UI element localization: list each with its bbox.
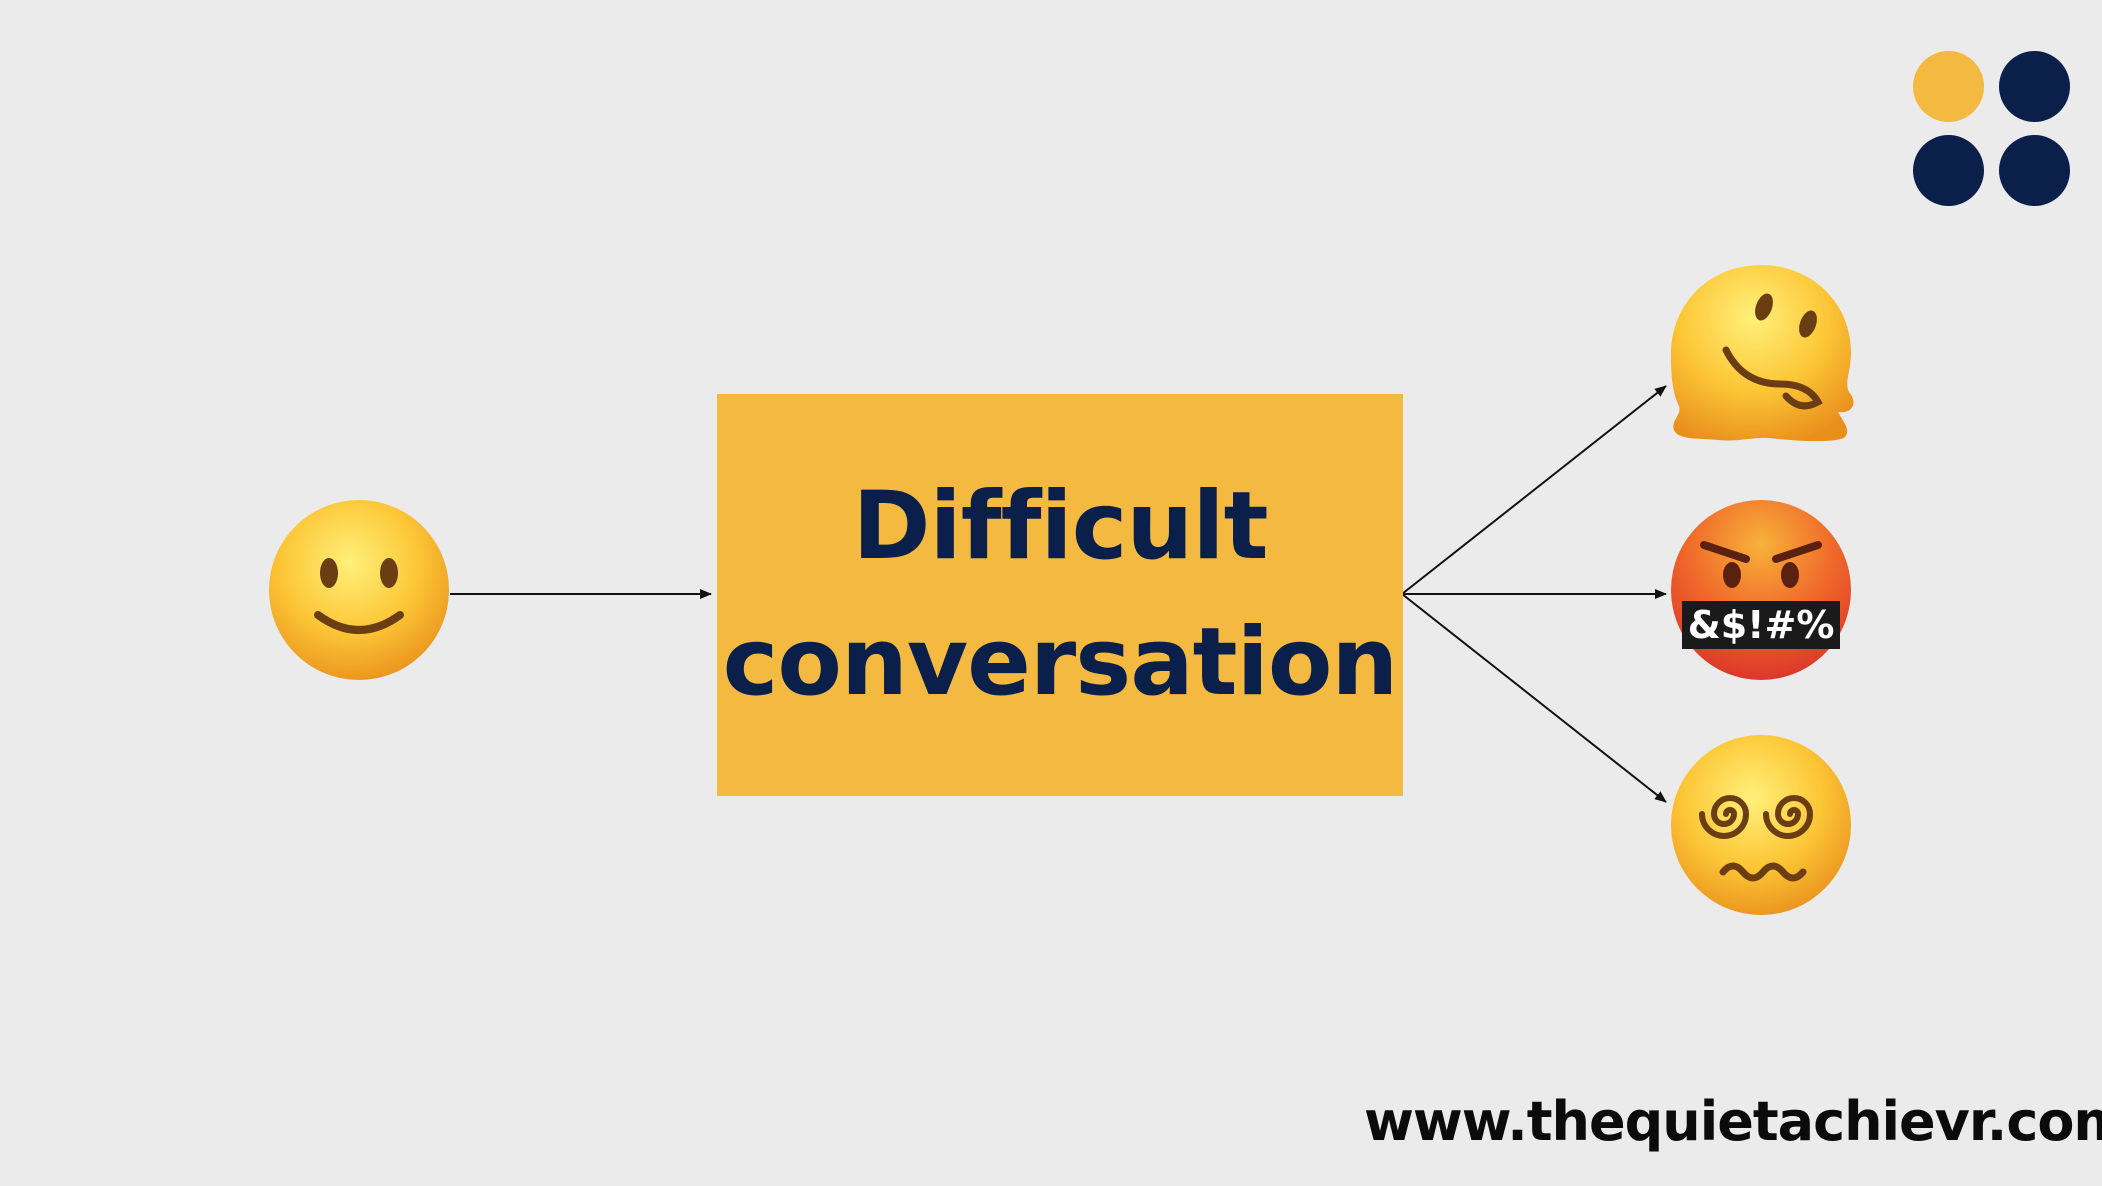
brand-logo	[1910, 50, 2070, 210]
arrow-center-to-spiral	[1401, 593, 1667, 803]
center-label-line2: conversation	[722, 608, 1399, 717]
melting-face-icon	[1668, 262, 1854, 448]
logo-dot-navy	[1913, 135, 1984, 206]
logo-dot-navy	[1999, 51, 2070, 122]
center-box: Difficult conversation	[717, 394, 1403, 796]
arrow-center-to-melting	[1401, 385, 1667, 595]
slightly-smiling-face-icon	[266, 497, 452, 683]
symbols-text: &$!#%	[1688, 603, 1835, 647]
logo-dot-gold	[1913, 51, 1984, 122]
face-with-spiral-eyes-icon	[1668, 732, 1854, 918]
logo-dot-navy	[1999, 135, 2070, 206]
website-url: www.thequietachievr.com	[1364, 1090, 2102, 1153]
center-label-line1: Difficult	[852, 472, 1268, 581]
center-label: Difficult conversation	[722, 459, 1399, 731]
face-with-symbols-on-mouth-icon: &$!#%	[1668, 497, 1854, 683]
